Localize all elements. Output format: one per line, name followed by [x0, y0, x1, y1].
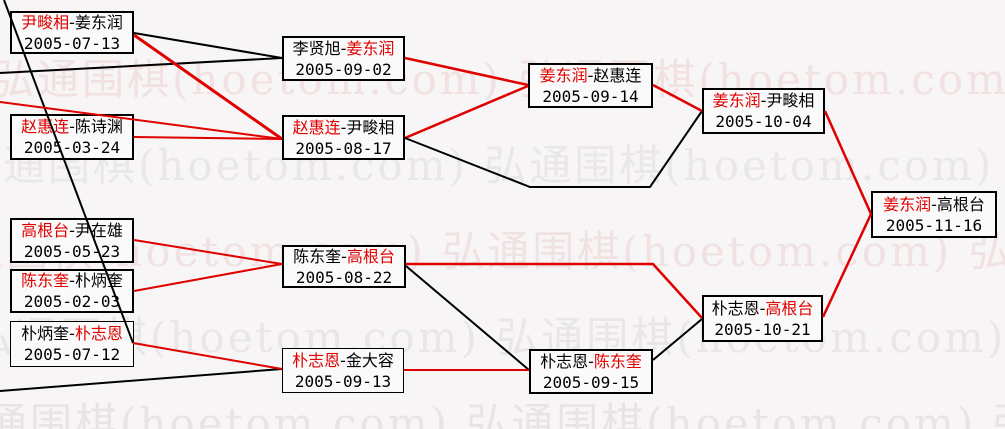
dash: -: [340, 38, 347, 58]
player-winner: 赵惠连: [292, 117, 341, 137]
player-winner: 赵惠连: [21, 117, 70, 136]
match-players: 朴志恩-高根台: [712, 298, 814, 319]
dash: -: [340, 350, 346, 370]
match-date: 2005-07-12: [23, 345, 121, 364]
match-date: 2005-09-14: [542, 86, 639, 106]
player-loser: 朴炳奎: [74, 271, 123, 290]
player-loser: 尹畯相: [766, 91, 815, 110]
match-date: 2005-03-24: [23, 138, 121, 157]
match-players: 姜东润-赵惠连: [540, 65, 642, 86]
player-loser: 高根台: [936, 194, 985, 214]
match-node-r1-cho-vs-chen: 赵惠连-陈诗渊 2005-03-24: [10, 114, 134, 160]
dash: -: [588, 351, 594, 371]
player-winner: 朴志恩: [292, 350, 341, 370]
match-date: 2005-10-04: [715, 112, 812, 131]
match-node-r1-park-vs-park: 朴炳奎-朴志恩 2005-07-12: [10, 321, 134, 367]
match-players: 朴志恩-金大容: [292, 350, 394, 371]
player-winner: 高根台: [346, 246, 395, 266]
player-loser: 陈诗渊: [74, 117, 123, 136]
dash: -: [340, 117, 347, 137]
player-winner: 姜东润: [539, 65, 588, 85]
player-winner: 高根台: [21, 220, 70, 240]
player-loser: 朴炳奎: [21, 324, 70, 343]
match-date: 2005-09-13: [294, 371, 392, 391]
watermark-text: 弘通围棋(hoetom.com) 弘通围棋(hoetom.com) 弘通围棋(h…: [0, 141, 1005, 190]
match-players: 姜东润-尹畯相: [713, 90, 815, 111]
player-loser: 金大容: [345, 350, 394, 370]
match-node-final-kang-vs-ko: 姜东润-高根台 2005-11-16: [871, 191, 997, 238]
match-node-r1-ko-vs-yun: 高根台-尹在雄 2005-05-23: [10, 218, 134, 263]
match-date: 2005-08-22: [295, 267, 393, 287]
match-node-r2-li-vs-kang: 李贤旭-姜东润 2005-09-02: [282, 36, 405, 81]
match-date: 2005-11-16: [885, 215, 983, 235]
dash: -: [759, 298, 766, 318]
player-loser: 赵惠连: [593, 65, 642, 85]
match-date: 2005-09-15: [542, 372, 640, 392]
match-node-r3-park-vs-chen: 朴志恩-陈东奎 2005-09-15: [529, 349, 653, 394]
match-date: 2005-02-03: [23, 292, 121, 311]
player-loser: 姜东润: [74, 12, 123, 32]
match-node-r1-yun-vs-kang: 尹畯相-姜东润 2005-07-13: [10, 11, 134, 54]
match-node-sf-park-vs-ko: 朴志恩-高根台 2005-10-21: [702, 295, 823, 342]
match-players: 李贤旭-姜东润: [293, 38, 395, 59]
match-node-r3-kang-vs-cho: 姜东润-赵惠连 2005-09-14: [528, 63, 653, 108]
match-date: 2005-08-17: [295, 138, 392, 158]
watermark-text: 弘通围棋(hoetom.com) 弘通围棋(hoetom.com) 弘通围棋(h…: [0, 227, 1005, 276]
player-winner: 尹畯相: [21, 12, 70, 32]
dash: -: [760, 91, 767, 110]
player-winner: 姜东润: [712, 91, 761, 110]
match-players: 朴志恩-陈东奎: [540, 351, 642, 372]
match-node-r1-chen-vs-park: 陈东奎-朴炳奎 2005-02-03: [10, 269, 134, 313]
player-loser: 朴志恩: [711, 298, 760, 318]
player-winner: 姜东润: [346, 38, 395, 58]
match-node-r2-cho-vs-yun: 赵惠连-尹畯相 2005-08-17: [282, 115, 405, 160]
player-winner: 陈东奎: [593, 351, 642, 371]
match-node-sf-kang-vs-yun: 姜东润-尹畯相 2005-10-04: [702, 88, 825, 134]
player-winner: 朴志恩: [74, 324, 123, 343]
match-players: 赵惠连-尹畯相: [293, 117, 395, 138]
watermark-text: 弘通围棋(hoetom.com) 弘通围棋(hoetom.com) 弘通围棋(h…: [0, 55, 1005, 104]
dash: -: [931, 194, 937, 214]
match-players: 陈东奎-朴炳奎: [21, 270, 123, 291]
match-node-r2-chen-vs-ko: 陈东奎-高根台 2005-08-22: [282, 245, 406, 288]
match-players: 赵惠连-陈诗渊: [21, 116, 123, 137]
match-players: 陈东奎-高根台: [293, 246, 395, 267]
match-date: 2005-10-21: [714, 319, 811, 339]
match-node-r2-park-vs-kim: 朴志恩-金大容 2005-09-13: [282, 348, 404, 393]
dash: -: [341, 246, 347, 266]
player-loser: 尹在雄: [74, 220, 123, 240]
watermark-text: 弘通围棋(hoetom.com) 弘通围棋(hoetom.com) 弘通围棋(h…: [0, 399, 1005, 429]
bracket-edge: [0, 368, 283, 392]
match-players: 高根台-尹在雄: [21, 220, 123, 241]
match-players: 朴炳奎-朴志恩: [21, 323, 123, 344]
match-date: 2005-05-23: [23, 241, 121, 261]
player-loser: 尹畯相: [346, 117, 395, 137]
dash: -: [587, 65, 594, 85]
player-winner: 高根台: [765, 298, 814, 318]
match-players: 姜东润-高根台: [883, 194, 985, 215]
match-date: 2005-09-02: [295, 59, 392, 79]
match-date: 2005-07-13: [23, 33, 121, 53]
player-loser: 李贤旭: [292, 38, 341, 58]
watermark-text: 弘通围棋(hoetom.com) 弘通围棋(hoetom.com) 弘通围棋(h…: [0, 313, 1005, 362]
player-winner: 陈东奎: [21, 271, 70, 290]
player-loser: 朴志恩: [540, 351, 589, 371]
player-loser: 陈东奎: [293, 246, 342, 266]
match-players: 尹畯相-姜东润: [21, 12, 123, 33]
player-winner: 姜东润: [883, 194, 932, 214]
